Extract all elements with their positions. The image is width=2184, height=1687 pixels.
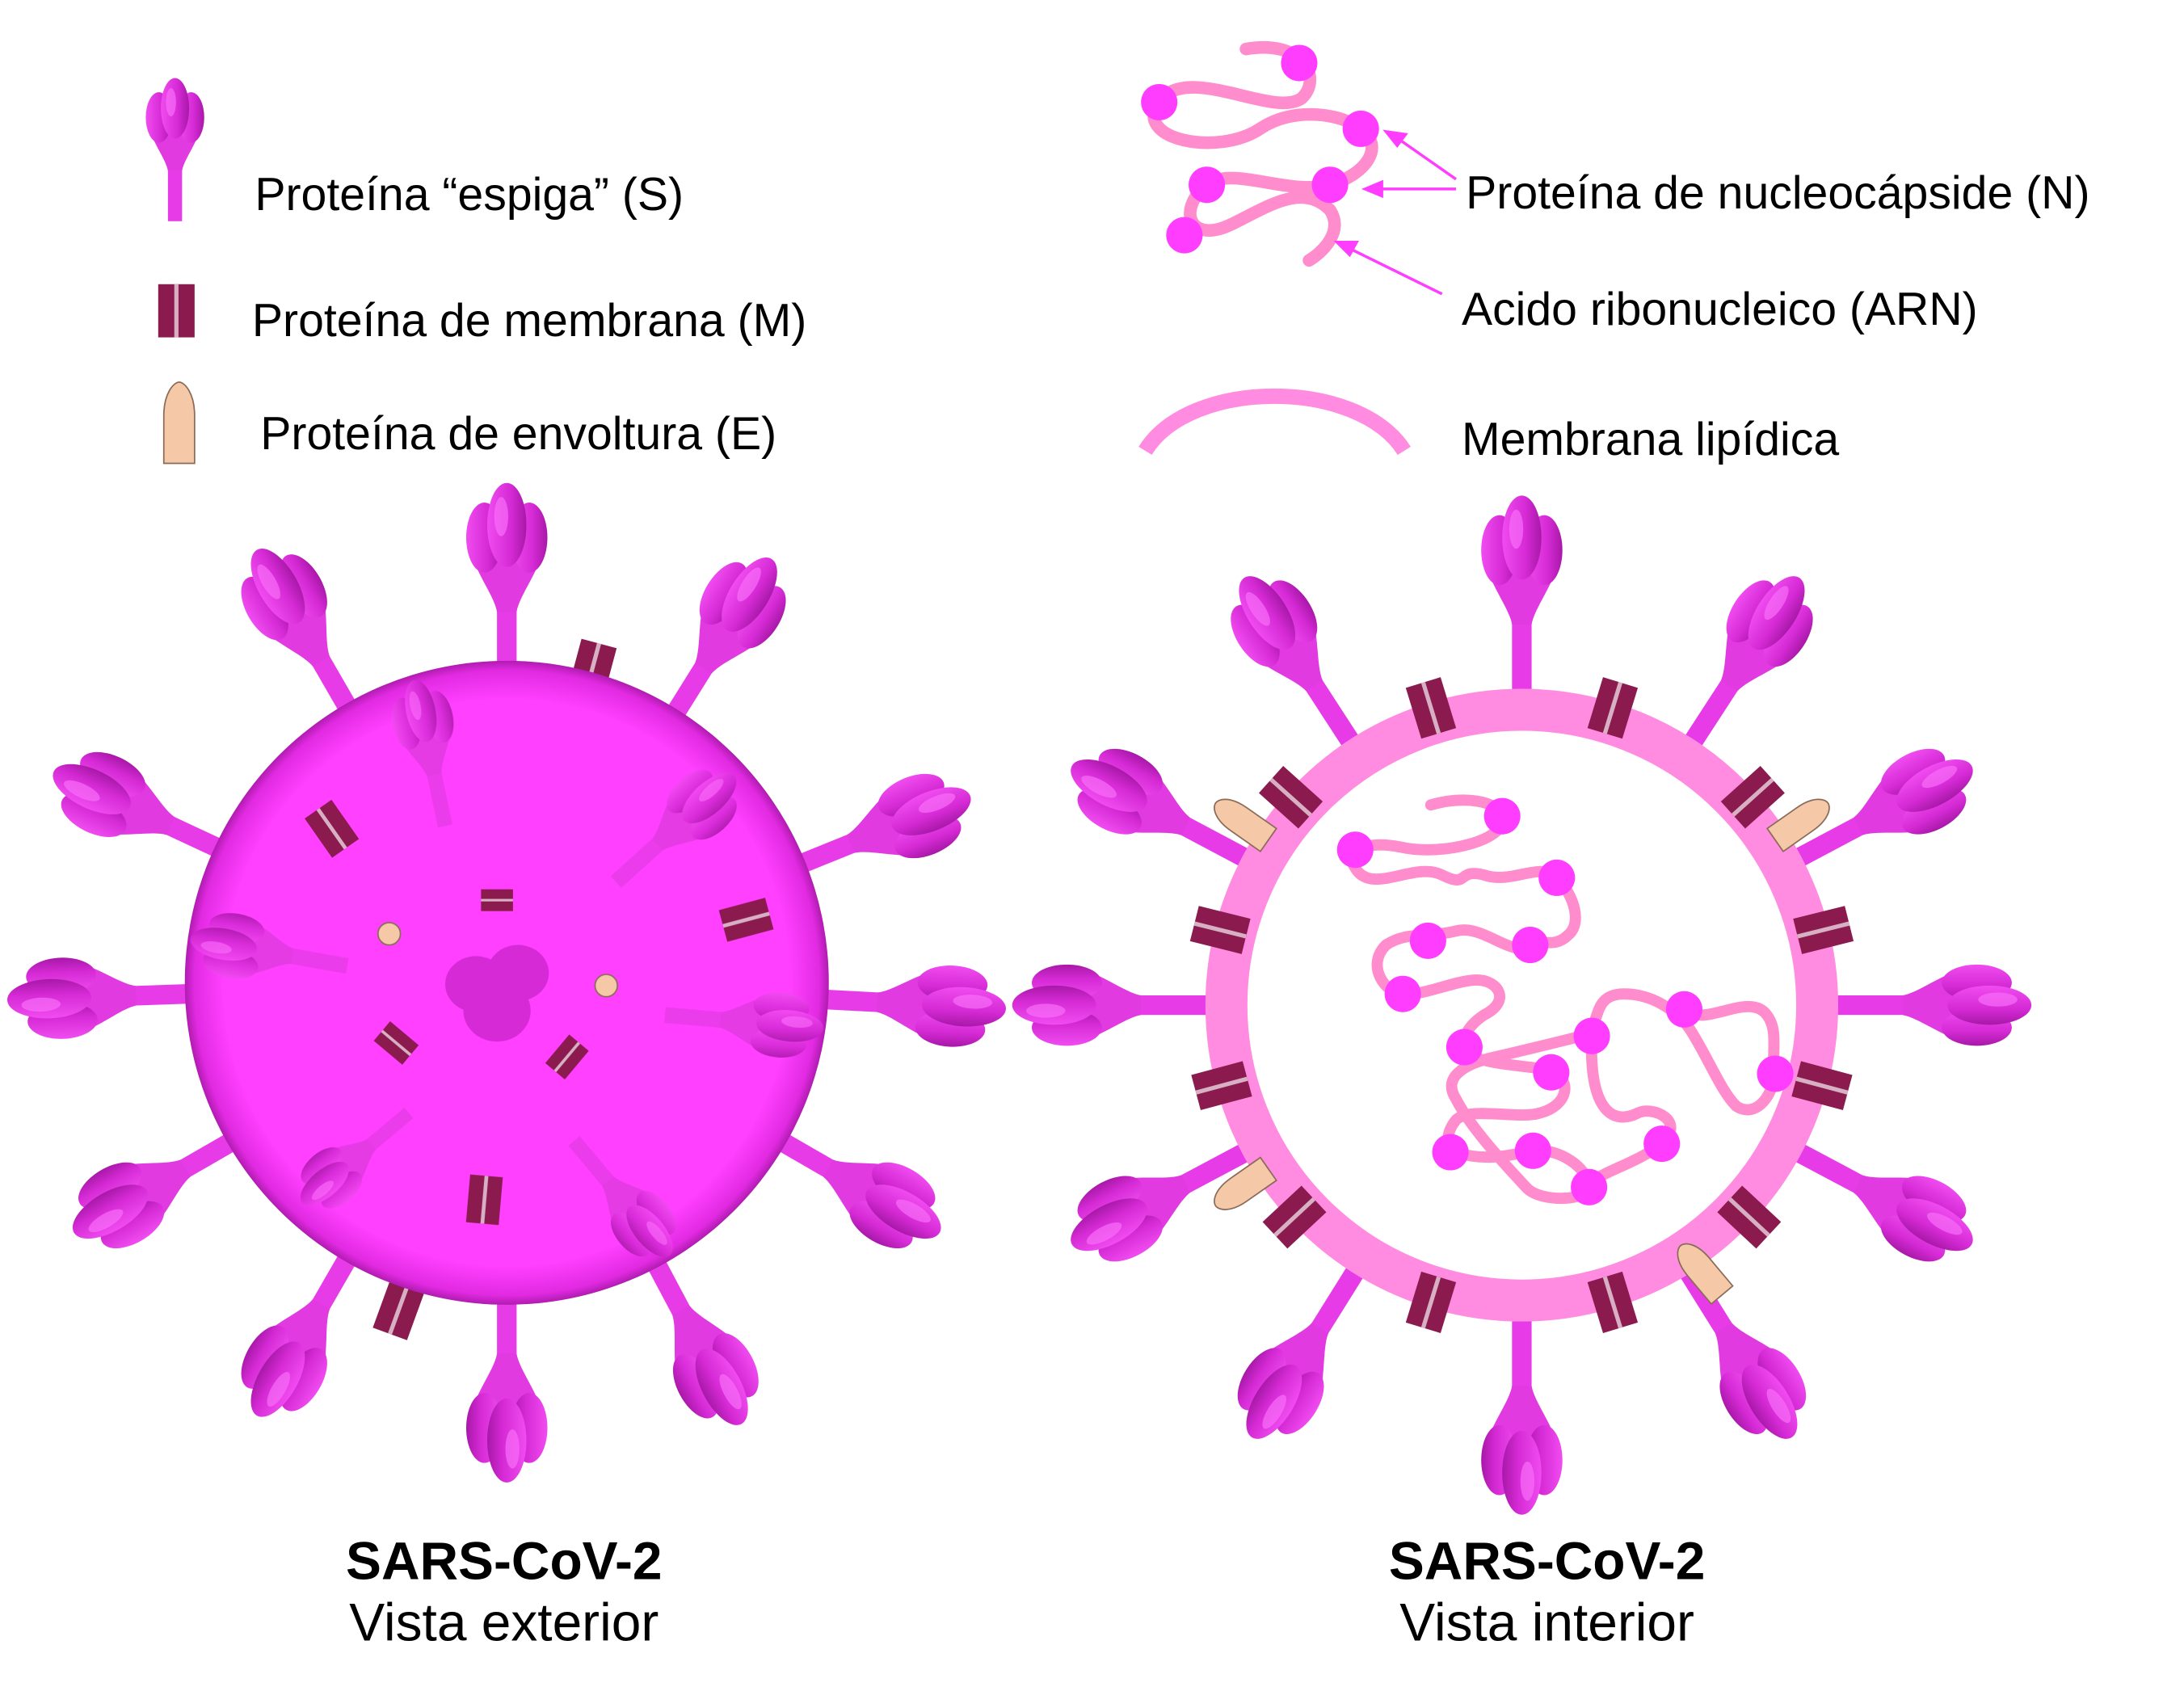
spike [805,957,1008,1050]
exterior-subtitle: Vista exterior [349,1594,659,1653]
legend-nucleocapsid-icon [1141,44,1379,254]
spike [1481,1315,1563,1515]
legend-lipid-icon [1138,388,1411,456]
exterior-virion [6,482,1008,1483]
exterior-surface-e-proteins [377,921,618,998]
spike [1777,1115,1991,1281]
legend-pointer-arrows [1333,129,1458,296]
legend-spike-icon [145,78,204,221]
spike [465,1283,548,1483]
interior-title: SARS-CoV-2 [1388,1533,1706,1592]
spike [465,482,548,682]
legend-lipid-label: Membrana lipídica [1461,413,1840,465]
interior-virion [1012,495,2032,1515]
legend-membrane-protein-label: Proteína de membrana (M) [251,293,807,346]
exterior-center-spike-tip [444,944,549,1042]
interior-subtitle: Vista interior [1399,1594,1695,1653]
spike [1012,964,1211,1046]
legend-spike-label: Proteína “espiga” (S) [255,167,684,221]
spike [1833,964,2032,1046]
interior-caption: SARS-CoV-2 Vista interior [1211,1533,1883,1655]
legend-nucleocapsid-label: Proteína de nucleocápside (N) [1466,166,2090,219]
legend-membrane-protein-icon [158,284,195,338]
legend-envelope-icon [162,381,196,465]
interior-nucleocapsid-proteins [1336,797,1794,1205]
exterior-title: SARS-CoV-2 [346,1533,663,1592]
legend-rna-label: Acido ribonucleico (ARN) [1461,283,1978,335]
legend-envelope-label: Proteína de envoltura (E) [260,407,777,460]
exterior-caption: SARS-CoV-2 Vista exterior [168,1533,840,1655]
legend [145,41,1458,465]
spike [6,953,208,1041]
spike [1481,495,1563,695]
